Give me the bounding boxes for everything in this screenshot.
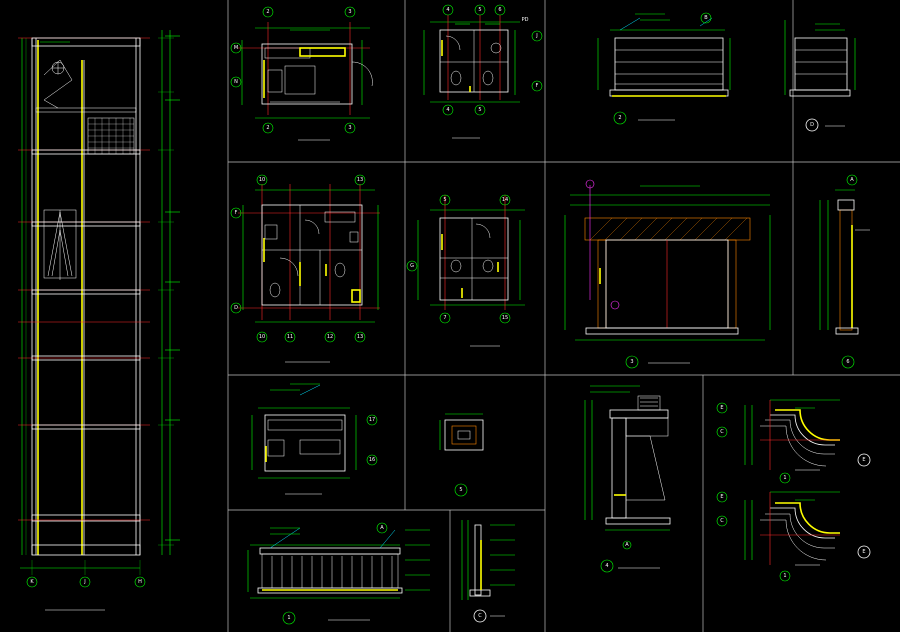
- grid-bubble-b-top: B: [704, 15, 708, 21]
- grid-bubble-2: 2: [266, 9, 269, 15]
- grid-bubble-d: D: [234, 305, 238, 311]
- detail-number-2: 2: [618, 115, 621, 121]
- stair-section-drawing: [18, 30, 174, 611]
- grid-bubble-17: 17: [369, 417, 375, 423]
- canopy-section-detail-4-callouts: 4 A: [600, 540, 632, 573]
- kitchen-plan-grid-bubbles: 2 3 M N 2 3: [230, 6, 356, 134]
- restroom-plan-grid-bubbles: 10 13 F D 10 11 12 13: [230, 174, 366, 343]
- grid-bubble-5-top: 5: [443, 197, 446, 203]
- railing-section-d: [784, 20, 856, 127]
- grid-bubble-6: 6: [498, 7, 501, 13]
- grid-bubble-3: 3: [348, 9, 351, 15]
- detail-number-3: 3: [630, 359, 633, 365]
- bathroom-plan-grid-bubbles: 4 5 6 PD J F 4 5: [442, 4, 543, 116]
- detail-number-5: 5: [459, 487, 462, 493]
- grid-bubble-11: 11: [287, 334, 293, 340]
- grid-bubble-14: 14: [502, 197, 508, 203]
- grid-bubble-10: 10: [259, 177, 265, 183]
- railing-section-d-callouts: D: [805, 118, 819, 132]
- grid-bubble-a-railing: A: [380, 525, 384, 531]
- grid-bubble-g: G: [410, 263, 414, 269]
- grid-bubble-1-lower: 1: [783, 573, 786, 579]
- grid-bubble-12: 12: [327, 334, 333, 340]
- detail-bubble-e-upper: E: [862, 457, 865, 463]
- kitchen-plan-drawing: [238, 22, 373, 141]
- grid-bubble-c-lower: C: [720, 518, 724, 524]
- railing-elevation-1: [247, 527, 403, 621]
- grid-bubble-7: 7: [443, 315, 446, 321]
- grid-bubble-m: M: [234, 45, 238, 51]
- grid-bubble-4-bottom: 4: [446, 107, 449, 113]
- grid-bubble-f: F: [235, 210, 238, 216]
- curved-corner-detail-lower: [744, 491, 840, 566]
- grid-bubble-1-upper: 1: [783, 475, 786, 481]
- grid-bubble-3-bottom: 3: [348, 125, 351, 131]
- toilet-plan-grid-bubbles: 5 14 G 7 15: [406, 194, 511, 324]
- detail-bubble-e-lower: E: [862, 549, 865, 555]
- dimension-annotations: [40, 13, 845, 591]
- grid-bubble-13: 13: [357, 177, 363, 183]
- grid-bubble-a-top: A: [850, 177, 854, 183]
- detail-bubble-d: D: [810, 122, 814, 128]
- floor-drain-detail-5: [439, 413, 484, 451]
- door-section-6-callouts: A 6: [841, 174, 858, 369]
- railing-elevation-2-callouts: 2 B: [613, 12, 712, 125]
- pantry-plan-grid-bubbles: 17 16: [366, 414, 378, 466]
- grid-bubble-k: K: [30, 579, 34, 585]
- grid-bubble-j: J: [83, 579, 85, 585]
- grid-bubble-13-bottom: 13: [357, 334, 363, 340]
- detail-number-6: 6: [846, 359, 849, 365]
- curved-corner-detail-upper-callouts: E C 1 E: [716, 402, 871, 484]
- curved-corner-detail-lower-callouts: E C 1 E: [716, 491, 871, 582]
- railing-post-section-c-callouts: C: [473, 609, 487, 623]
- door-section-6: [819, 189, 870, 335]
- toilet-plan-drawing: [417, 195, 525, 347]
- railing-post-section-c: [461, 520, 505, 617]
- grid-bubble-j-right: J: [535, 33, 537, 39]
- restroom-plan-drawing: [238, 184, 380, 363]
- curved-corner-detail-upper: [744, 399, 840, 471]
- grid-bubble-16: 16: [369, 457, 375, 463]
- door-elevation-3-callouts: 3: [625, 355, 639, 369]
- grid-bubble-5-bottom: 5: [478, 107, 481, 113]
- railing-elevation-2: [597, 17, 731, 121]
- detail-number-4: 4: [605, 563, 608, 569]
- grid-bubble-e-lower: E: [720, 494, 723, 500]
- section-grid-bubbles: K J H: [26, 576, 146, 588]
- grid-bubble-f-right: F: [536, 83, 539, 89]
- detail-number-1: 1: [287, 615, 290, 621]
- pd-label: PD: [522, 17, 529, 23]
- grid-bubble-c-upper: C: [720, 429, 724, 435]
- door-elevation-3: [564, 179, 771, 364]
- grid-bubble-15: 15: [502, 315, 508, 321]
- grid-bubble-2-bottom: 2: [266, 125, 269, 131]
- floor-drain-detail-5-callouts: 5: [454, 483, 468, 497]
- railing-elevation-1-callouts: 1 A: [282, 522, 388, 625]
- grid-bubble-n: N: [234, 79, 238, 85]
- grid-bubble-a-detail: A: [625, 542, 629, 548]
- grid-bubble-10-bottom: 10: [259, 334, 265, 340]
- bathroom-plan-drawing: [423, 15, 520, 139]
- pantry-plan-drawing: [251, 384, 357, 495]
- grid-bubble-5: 5: [478, 7, 481, 13]
- canopy-section-detail-4: [584, 395, 671, 569]
- grid-bubble-h: H: [138, 579, 142, 585]
- detail-bubble-c: C: [478, 613, 482, 619]
- panel-frames: [227, 0, 900, 632]
- grid-bubble-4: 4: [446, 7, 449, 13]
- grid-bubble-e-upper: E: [720, 405, 723, 411]
